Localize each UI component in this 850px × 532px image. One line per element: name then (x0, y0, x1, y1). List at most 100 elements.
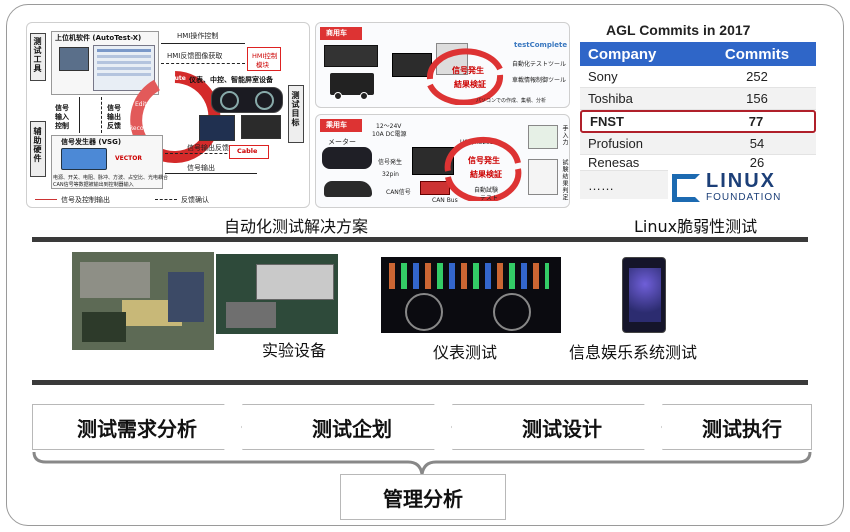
record-label: Record (129, 125, 150, 132)
step-requirements-analysis: 测试需求分析 (32, 404, 242, 450)
laptop-image (59, 47, 89, 71)
header-company: Company (588, 45, 657, 63)
lab-photo-left (72, 252, 214, 350)
manual-label: 手入力 (561, 125, 568, 146)
power-12-24-label: 12～24V (376, 123, 402, 130)
edit-label: Edit (135, 101, 147, 108)
auto-test-label: 自動試験 (474, 187, 499, 194)
pin-32-label: 32pin (382, 171, 399, 178)
cluster-photo (381, 257, 561, 333)
signal-input-label-3: 控制 (55, 122, 69, 130)
side-label-test-target: 测试目标 (291, 91, 300, 127)
cluster-devices-label: 仪表、中控、智能屏室设备 (189, 76, 273, 84)
passenger-vehicle-panel: 乘用车 メーター 12～24V 10A DC電源 信号発生 32pin CAN信… (315, 114, 570, 208)
infotainment-phone-photo (622, 257, 666, 333)
passenger-result-verify: 結果検証 (470, 170, 502, 179)
lab-photo-right (216, 254, 338, 334)
cable-box (229, 145, 269, 159)
linux-foundation-mark-icon (672, 174, 700, 202)
signal-feedback-label-3: 反馈 (107, 122, 121, 130)
legend-feedback-label: 反馈确认 (181, 196, 209, 204)
truck-wheel-1 (334, 92, 342, 100)
head-unit-image (199, 115, 235, 141)
confirm-label: Confirm (161, 137, 188, 144)
can-signal-label: CAN信号 (386, 189, 411, 196)
signal-input-label-1: 信号 (55, 104, 69, 112)
cable-label: Cable (237, 147, 258, 155)
execute-label: Execute (159, 75, 186, 82)
row-company: Profusion (588, 136, 643, 151)
step-test-design: 测试设计 (452, 404, 662, 450)
hmi-operation-arrow (161, 43, 245, 44)
signal-output-feedback-label: 信号输出反馈 (187, 144, 229, 152)
lab-caption: 实验设备 (262, 341, 327, 360)
infotainment-caption: 信息娱乐系统测试 (569, 343, 698, 362)
signal-output-arrow (165, 173, 257, 174)
legend-feedback-line (155, 199, 177, 200)
signal-feedback-label-1: 信号 (107, 104, 121, 112)
linux-foundation-logo: LINUX FOUNDATION (668, 170, 818, 206)
management-brace (32, 451, 812, 475)
hmi-control-module-line2: 模块 (256, 61, 269, 69)
agl-title: AGL Commits in 2017 (606, 22, 751, 38)
automation-diagram-left: 测试工具 辅助硬件 测试目标 上位机软件 (AutoTest-X) HMI操作控… (26, 22, 310, 208)
car-image (324, 181, 372, 197)
signal-output-feedback-arrow (165, 153, 257, 154)
vsg-label: 信号发生器 (VSG) (61, 138, 122, 146)
legend-signal-line (35, 199, 57, 200)
table-row-highlighted: FNST 77 (580, 110, 816, 133)
table-row: Renesas 26 (580, 155, 816, 171)
side-box-test-tool (30, 33, 46, 81)
result-screen-image (528, 125, 558, 149)
truck-wheel-2 (360, 92, 368, 100)
signal-gen-label: 信号発生 (378, 159, 403, 166)
separator-bottom (32, 380, 808, 385)
step-test-execution: 测试执行 (662, 404, 812, 450)
commercial-cycle-arrow (426, 48, 504, 105)
row-company: Renesas (588, 155, 640, 170)
smart-screen-image (241, 115, 281, 139)
vector-logo: VECTOR (115, 155, 142, 162)
sim-control-tool-label: 車載情報制御ツール (512, 77, 567, 84)
meter-label: メーター (328, 138, 356, 146)
signal-feedback-label-2: 输出 (107, 113, 121, 121)
hmi-feedback-arrow (161, 63, 245, 64)
row-company: Toshiba (588, 91, 633, 106)
vsg-device-image (61, 148, 107, 170)
commercial-vehicle-tag (320, 27, 362, 40)
linux-caption: Linux脆弱性测试 (634, 217, 758, 236)
hmi-operation-label: HMI操作控制 (177, 32, 219, 40)
dashboard-image (322, 147, 372, 169)
side-label-test-tool: 测试工具 (33, 37, 42, 73)
result-judge-label: 試験結果判定 (561, 159, 568, 201)
table-row: Profusion 54 (580, 133, 816, 155)
passenger-cycle-arrow (444, 136, 522, 201)
separator-top (32, 237, 808, 242)
commercial-vehicle-panel: 商用车 信号発生 結果検証 testComplete 自動化テストツール 車載情… (315, 22, 570, 108)
result-sheet-image (528, 159, 558, 195)
row-commits: 252 (746, 69, 768, 84)
testcomplete-logo: testComplete (514, 41, 568, 49)
row-commits: 77 (748, 114, 764, 129)
row-commits: 156 (746, 91, 768, 106)
passenger-signal-occur: 信号発生 (468, 156, 500, 165)
commercial-vehicle-label: 商用车 (326, 29, 347, 37)
passenger-vehicle-label: 乘用车 (326, 121, 347, 129)
linux-logo-line1: LINUX (706, 170, 776, 192)
power-10a-label: 10A DC電源 (372, 131, 407, 138)
commercial-signal-occur: 信号発生 (452, 66, 484, 75)
row-company: Sony (588, 69, 618, 84)
side-box-test-target (288, 85, 304, 143)
signal-feedback-arrow (101, 97, 102, 133)
side-box-aux-hw (30, 121, 46, 177)
legend-signal-label: 信号及控制输出 (61, 196, 110, 204)
side-label-aux-hw: 辅助硬件 (33, 127, 42, 163)
row-company: FNST (590, 114, 624, 129)
hmi-control-module-box (247, 47, 281, 71)
header-commits: Commits (724, 45, 790, 63)
hmi-feedback-label: HMI反馈图像获取 (167, 52, 223, 60)
management-analysis-box: 管理分析 (340, 474, 506, 520)
row-company: …… (588, 177, 614, 193)
table-row: Sony 252 (580, 66, 816, 88)
automation-caption: 自动化测试解决方案 (224, 217, 369, 236)
